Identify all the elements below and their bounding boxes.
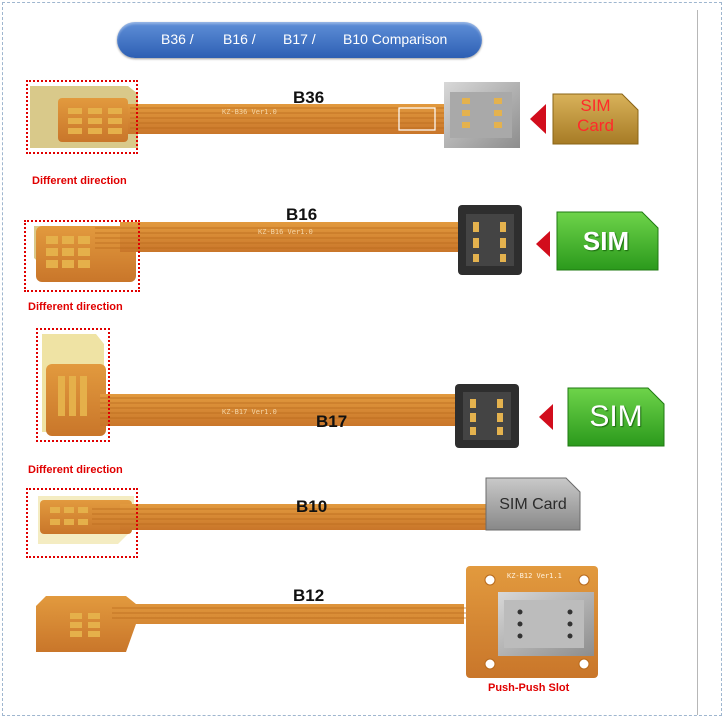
b12-cable	[36, 566, 598, 678]
b36-note: Different direction	[32, 175, 127, 187]
b16-arrow-icon	[536, 231, 550, 257]
b10-label: B10	[296, 497, 328, 516]
b36-sim-card	[552, 93, 639, 145]
b36-pcb-text: KZ-B36 Ver1.0	[222, 108, 277, 116]
banner-item-b17: B17 /	[283, 31, 316, 47]
comparison-banner: B36 / B16 / B17 / B10 Comparison	[117, 22, 482, 58]
b17-arrow-icon	[539, 404, 553, 430]
banner-item-b36: B36 /	[161, 31, 194, 47]
b16-note: Different direction	[28, 301, 123, 313]
b17-highlight-box	[36, 328, 110, 442]
b17-label: B17	[316, 412, 348, 431]
b17-sim-card	[567, 387, 665, 447]
b36-highlight-box	[26, 80, 138, 154]
b12-label: B12	[293, 586, 325, 605]
b16-pcb-text: KZ-B16 Ver1.0	[258, 228, 313, 236]
divider-line	[697, 10, 698, 715]
b16-sim-card	[556, 211, 659, 271]
b10-sim-card	[485, 477, 581, 531]
b16-label: B16	[286, 205, 318, 224]
b17-cable	[42, 334, 519, 448]
b36-label: B36	[293, 88, 325, 107]
banner-item-b10: B10 Comparison	[343, 31, 448, 47]
b12-slot-note: Push-Push Slot	[488, 682, 570, 694]
b10-cable	[38, 496, 495, 544]
b17-pcb-text: KZ-B17 Ver1.0	[222, 408, 277, 416]
b17-note: Different direction	[28, 464, 123, 476]
b36-sim-card-line2: Card	[577, 116, 614, 135]
b10-highlight-box	[26, 488, 138, 558]
b10-sim-card-label: SIM Card	[499, 496, 567, 513]
b16-sim-card-label: SIM	[582, 226, 630, 256]
b36-sim-card-label: SIM Card	[553, 96, 638, 136]
b16-cable	[34, 205, 522, 282]
b17-sim-card-label: SIM	[589, 400, 643, 433]
b36-sim-card-line1: SIM	[580, 96, 611, 115]
b36-arrow-icon	[530, 104, 546, 134]
b12-pcb-text: KZ-B12 Ver1.1	[507, 572, 562, 580]
b36-cable	[30, 82, 520, 148]
banner-item-b16: B16 /	[223, 31, 256, 47]
b16-highlight-box	[24, 220, 140, 292]
